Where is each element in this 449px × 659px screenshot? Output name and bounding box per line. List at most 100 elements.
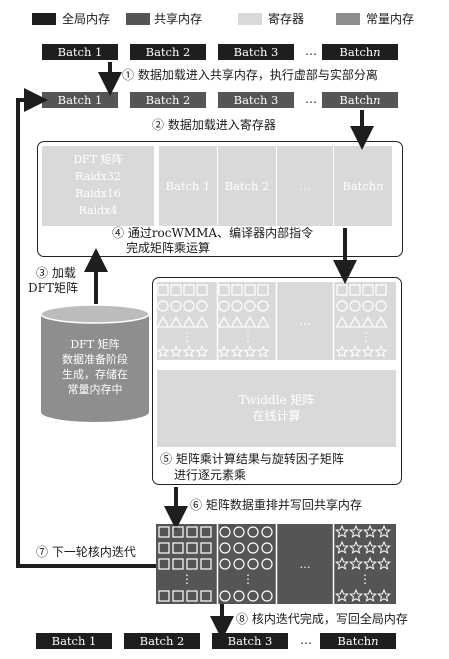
result2-square-2 bbox=[244, 284, 256, 296]
result1-triangle-3 bbox=[195, 315, 209, 328]
result2-star-0 bbox=[217, 345, 231, 358]
final-batch-2: Batch 2 bbox=[124, 633, 200, 649]
shared-rearranged-ellipsis-cell: … bbox=[277, 524, 333, 604]
step3-label-line1: ③ 加载 bbox=[36, 266, 76, 280]
shared-col-squares-sq-last-3 bbox=[200, 590, 212, 602]
step8-label: ⑧ 核内迭代完成，写回全局内存 bbox=[236, 612, 408, 626]
register-batch-ellipsis: … bbox=[277, 146, 333, 226]
twiddle-line1: Twiddle 矩阵 bbox=[238, 393, 315, 407]
shared-col-squares-sq-0-1 bbox=[172, 526, 184, 538]
result-batch-ellipsis: … bbox=[277, 282, 333, 360]
result1-circle-1 bbox=[170, 300, 182, 312]
shared-col-circles-ci-2-2 bbox=[247, 558, 259, 570]
shared-col-circles-ci-2-1 bbox=[233, 558, 245, 570]
result2-triangle-0 bbox=[217, 315, 231, 328]
shared-col-stars-st-1-0 bbox=[335, 540, 349, 554]
legend-label-register: 寄存器 bbox=[268, 12, 305, 26]
dft-matrix-title: DFT 矩阵 bbox=[73, 153, 123, 166]
dft-radix16: Raidx16 bbox=[75, 187, 121, 200]
shared-col-squares-sq-2-1 bbox=[172, 558, 184, 570]
shared-col-circles-ci-0-1 bbox=[233, 526, 245, 538]
shared-col-stars-st-0-2 bbox=[363, 524, 377, 538]
shared-col-squares-sq-0-3 bbox=[200, 526, 212, 538]
register-batch-n: Batch n bbox=[334, 146, 392, 226]
resultn-star-3 bbox=[374, 345, 388, 358]
shared-col-stars-st-1-2 bbox=[363, 540, 377, 554]
final-batch-n: Batch n bbox=[320, 633, 396, 649]
result2-star-2 bbox=[243, 345, 257, 358]
shared-col-stars-st-2-3 bbox=[377, 556, 391, 570]
shared-col-circles-ci-2-3 bbox=[261, 558, 273, 570]
global-batch-3: Batch 3 bbox=[218, 44, 294, 60]
step6-label: ⑥ 矩阵数据重排并写回共享内存 bbox=[190, 498, 362, 512]
shared-batch-1: Batch 1 bbox=[42, 92, 118, 108]
final-batch-1: Batch 1 bbox=[36, 633, 112, 649]
shared-col-stars-st-0-3 bbox=[377, 524, 391, 538]
final-batch-ellipsis: … bbox=[300, 633, 312, 647]
shared-col-circles-dots: ⋮ bbox=[242, 572, 254, 586]
shared-batch-ellipsis: … bbox=[305, 92, 317, 106]
resultn-triangle-0 bbox=[335, 315, 349, 328]
shared-col-stars-st-last-1 bbox=[349, 588, 363, 602]
legend-label-constant: 常量内存 bbox=[366, 12, 415, 26]
legend-swatch-shared bbox=[126, 13, 150, 25]
shared-batch-n: Batch n bbox=[322, 92, 398, 108]
result1-circle-0 bbox=[157, 300, 169, 312]
shared-col-circles-ci-2-0 bbox=[219, 558, 231, 570]
result2-star-1 bbox=[230, 345, 244, 358]
shared-col-squares-sq-last-1 bbox=[172, 590, 184, 602]
resultn-triangle-2 bbox=[361, 315, 375, 328]
result2-star-3 bbox=[256, 345, 270, 358]
dft-radix4: Raidx4 bbox=[78, 204, 118, 217]
shared-col-stars-st-0-0 bbox=[335, 524, 349, 538]
resultn-square-2 bbox=[362, 284, 374, 296]
global-batch-1: Batch 1 bbox=[42, 44, 118, 60]
twiddle-line2: 在线计算 bbox=[252, 409, 301, 423]
resultn-star-0 bbox=[335, 345, 349, 358]
shared-col-stars-st-2-0 bbox=[335, 556, 349, 570]
result2-circle-3 bbox=[257, 300, 269, 312]
global-batch-n: Batch n bbox=[322, 44, 398, 60]
resultn-square-0 bbox=[336, 284, 348, 296]
compute-stage-frame bbox=[152, 277, 402, 485]
dft-matrix-block bbox=[42, 146, 154, 226]
shared-col-stars-st-last-2 bbox=[363, 588, 377, 602]
constant-memory-cylinder bbox=[39, 304, 151, 424]
shared-col-squares-sq-last-2 bbox=[186, 590, 198, 602]
shared-col-squares-sq-1-2 bbox=[186, 542, 198, 554]
step7-label: ⑦ 下一轮核内迭代 bbox=[36, 545, 136, 559]
shared-col-squares-sq-last-0 bbox=[158, 590, 170, 602]
result2-dots: ⋮ bbox=[242, 330, 254, 344]
shared-col-squares-sq-2-3 bbox=[200, 558, 212, 570]
shared-col-squares-sq-0-2 bbox=[186, 526, 198, 538]
shared-col-circles-ci-0-2 bbox=[247, 526, 259, 538]
result2-square-1 bbox=[231, 284, 243, 296]
result1-star-3 bbox=[195, 345, 209, 358]
result1-triangle-2 bbox=[182, 315, 196, 328]
result1-square-1 bbox=[170, 284, 182, 296]
shared-col-squares-sq-2-2 bbox=[186, 558, 198, 570]
result2-square-3 bbox=[257, 284, 269, 296]
result2-circle-0 bbox=[218, 300, 230, 312]
result2-circle-1 bbox=[231, 300, 243, 312]
resultn-triangle-3 bbox=[374, 315, 388, 328]
step4-label-line2: 完成矩阵乘运算 bbox=[126, 241, 211, 255]
resultn-dots: ⋮ bbox=[360, 330, 372, 344]
step5-label-line2: 进行逐元素乘 bbox=[174, 468, 247, 482]
shared-col-stars-st-1-3 bbox=[377, 540, 391, 554]
resultn-star-2 bbox=[361, 345, 375, 358]
cylinder-line3: 生成，存储在 bbox=[62, 368, 128, 381]
result1-square-3 bbox=[196, 284, 208, 296]
shared-col-stars-st-last-3 bbox=[377, 588, 391, 602]
shared-col-squares-sq-1-3 bbox=[200, 542, 212, 554]
result1-dots: ⋮ bbox=[181, 330, 193, 344]
legend-swatch-global bbox=[32, 13, 56, 25]
shared-col-circles-ci-last-2 bbox=[247, 590, 259, 602]
shared-col-circles-ci-0-3 bbox=[261, 526, 273, 538]
resultn-star-1 bbox=[348, 345, 362, 358]
result1-star-1 bbox=[169, 345, 183, 358]
result1-triangle-1 bbox=[169, 315, 183, 328]
step4-label-line1: ④ 通过rocWMMA、编译器内部指令 bbox=[112, 226, 314, 240]
result1-circle-3 bbox=[196, 300, 208, 312]
